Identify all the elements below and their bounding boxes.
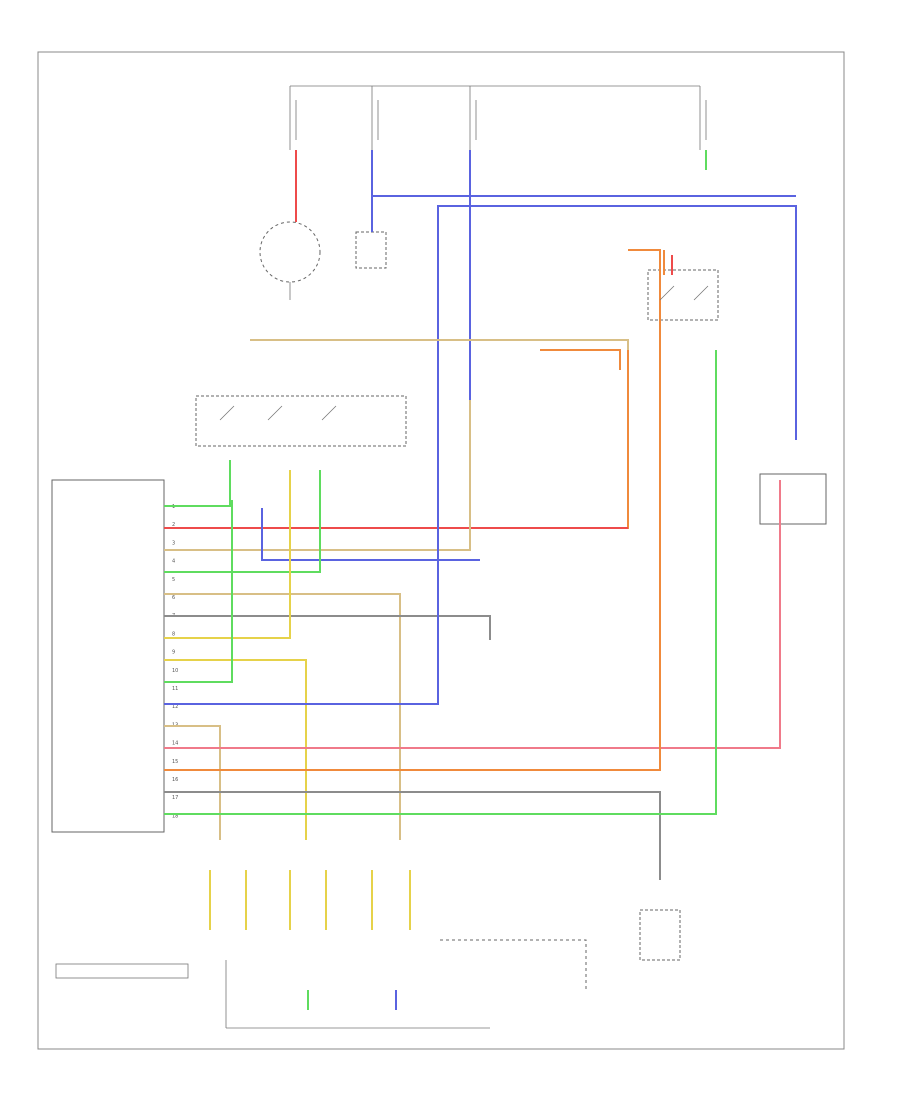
ecu-pin-number: 2 (172, 522, 175, 528)
wire-pin6 (164, 615, 491, 640)
wire-orange-mid (540, 349, 621, 370)
wire-pin3b (164, 400, 471, 551)
ecu-pin-number: 6 (172, 595, 175, 601)
wire-pin5 (164, 593, 401, 840)
switch-contact-2 (267, 405, 283, 421)
relay-contact-2 (693, 285, 709, 301)
legend-box (55, 963, 189, 979)
wire-pin14 (164, 791, 661, 880)
wire-pin12 (164, 526, 781, 749)
ecu-pin-number: 14 (172, 741, 178, 747)
wire-pin9 (164, 500, 233, 683)
fuse-block-3 (469, 86, 477, 150)
solenoid-row (209, 870, 411, 930)
switch-contact-1 (219, 405, 235, 421)
clutch-switch (355, 231, 387, 269)
ecu-pin-number: 10 (172, 668, 178, 674)
ecu-pin-number: 12 (172, 704, 178, 710)
ecu-pin-number: 4 (172, 559, 175, 565)
relay-contact-1 (659, 285, 675, 301)
wire-tan-top (250, 339, 629, 350)
ecu-pin-number: 17 (172, 795, 178, 801)
speedometer-module (639, 909, 681, 961)
fuse-block-4 (699, 86, 707, 150)
wire-pin2 (164, 350, 629, 529)
cruise-switch-cluster (195, 395, 407, 447)
ecu-pin-number: 18 (172, 813, 178, 819)
brake-relay (647, 269, 719, 321)
wire-pin7 (164, 470, 291, 639)
wire-pin4b (164, 470, 321, 573)
wire-pin10 (164, 205, 797, 705)
fuse-block-2 (371, 86, 379, 150)
wire-pin15 (164, 350, 717, 815)
ecu-pin-number: 16 (172, 777, 178, 783)
diagram-frame (37, 51, 845, 1050)
switch-contact-3 (321, 405, 337, 421)
wire-pin13 (164, 249, 661, 771)
ecu-pin-number: 15 (172, 759, 178, 765)
fuse-block-1 (289, 86, 297, 150)
control-module-dashed (440, 939, 587, 990)
wire-pin11 (164, 725, 221, 840)
ecu-pin-number: 11 (172, 686, 178, 692)
ecu-pin-number: 8 (172, 631, 175, 637)
ecu-pin-number: 5 (172, 577, 175, 583)
ecu-body (51, 479, 165, 833)
wire-pin1 (164, 460, 231, 507)
ecu-pin-number: 9 (172, 650, 175, 656)
main-switch-module (259, 221, 321, 283)
ecu-pin-number: 3 (172, 540, 175, 546)
wire-pin4 (261, 508, 480, 561)
cruise-control-actuator (759, 473, 827, 525)
wire-pin8 (164, 659, 307, 840)
